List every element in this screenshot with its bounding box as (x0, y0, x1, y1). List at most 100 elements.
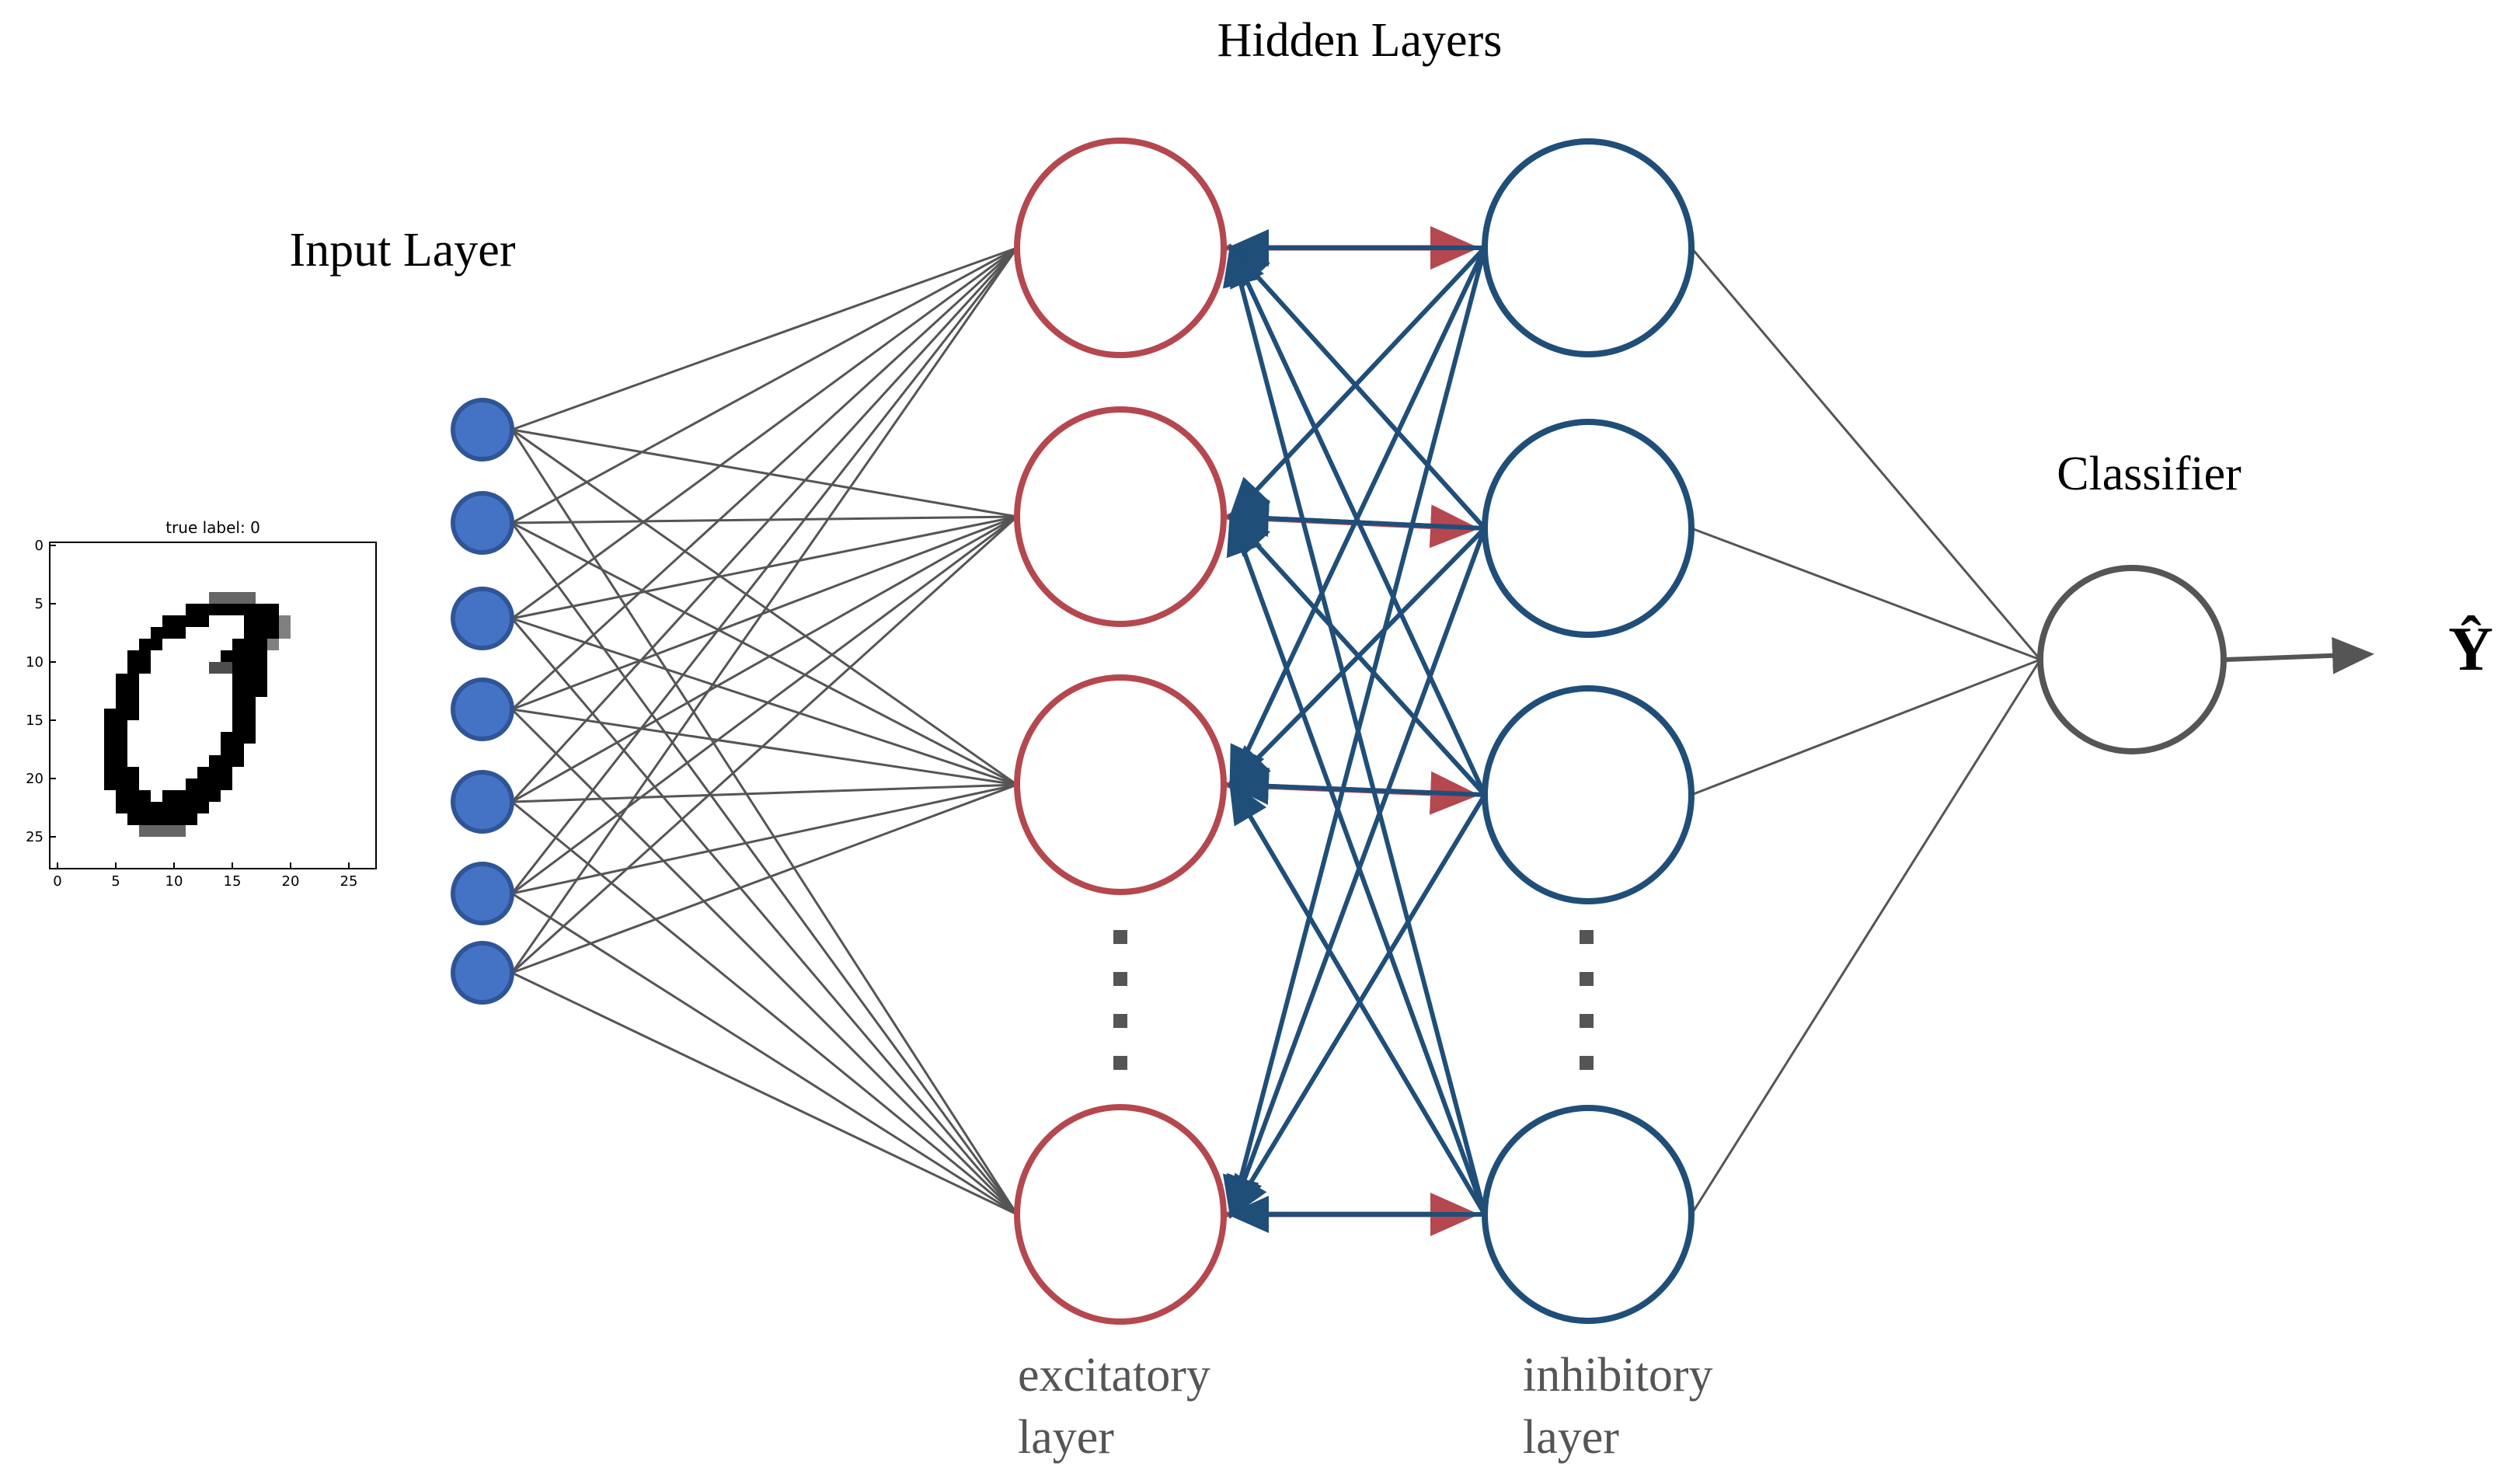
mnist-pixel (244, 662, 256, 674)
mnist-x-tick-label: 15 (224, 873, 242, 890)
input-excitatory-edge (511, 708, 1018, 786)
input-excitatory-edge (511, 783, 1018, 803)
mnist-pixel (139, 813, 151, 825)
mnist-pixel (139, 790, 151, 802)
mnist-pixel (186, 813, 197, 825)
mnist-x-tick-label: 10 (165, 873, 183, 890)
mnist-pixel (162, 825, 174, 837)
excitatory-node (1014, 1104, 1227, 1325)
mnist-pixel (174, 790, 186, 802)
mnist-pixel (116, 755, 127, 767)
input-layer-nodes (451, 398, 514, 1005)
inhibitory-ellipsis-dots (1580, 930, 1594, 1070)
mnist-x-tick-label: 25 (340, 873, 358, 890)
mnist-pixel (104, 779, 116, 790)
ellipsis-dot (1580, 972, 1594, 986)
mnist-pixel (104, 732, 116, 744)
mnist-pixel (209, 604, 221, 615)
inhibitory-excitatory-edge (1228, 246, 1487, 521)
input-excitatory-edge (511, 617, 1018, 786)
classifier-node (2037, 565, 2227, 754)
mnist-pixel (221, 662, 232, 674)
mnist-pixel (162, 802, 174, 813)
excitatory-node (1014, 674, 1227, 895)
inhibitory-excitatory-edge (1226, 512, 1487, 1216)
mnist-pixel (197, 779, 209, 790)
mnist-pixel (127, 662, 139, 674)
excitatory-layer-label-line2: layer (1018, 1411, 1114, 1464)
mnist-plot-frame (49, 542, 377, 869)
hidden-layers-title: Hidden Layers (1217, 14, 1503, 67)
mnist-y-tick-label: 5 (35, 596, 44, 612)
mnist-pixel (256, 674, 267, 685)
ellipsis-dot (1113, 1014, 1127, 1028)
mnist-pixel (116, 732, 127, 744)
mnist-pixel (232, 604, 244, 615)
mnist-pixel (267, 604, 279, 615)
input-node (451, 862, 514, 925)
mnist-pixel (197, 604, 209, 615)
mnist-pixel (244, 615, 256, 627)
mnist-pixel (197, 615, 209, 627)
input-excitatory-edge (511, 892, 1018, 1216)
mnist-pixel (127, 790, 139, 802)
mnist-pixel (209, 662, 221, 674)
mnist-pixel (116, 709, 127, 720)
mnist-pixel (127, 685, 139, 697)
mnist-pixel (221, 744, 232, 755)
input-excitatory-edge (511, 246, 1018, 620)
mnist-pixel (244, 685, 256, 697)
mnist-pixel (104, 720, 116, 732)
mnist-pixel (127, 802, 139, 813)
mnist-pixel (232, 720, 244, 732)
input-excitatory-edge (511, 515, 1018, 711)
mnist-pixel (209, 779, 221, 790)
mnist-pixel (127, 697, 139, 709)
mnist-pixel (256, 650, 267, 662)
inhibitory-excitatory-edge (1227, 767, 1486, 805)
mnist-pixel (174, 813, 186, 825)
mnist-pixel (232, 732, 244, 744)
input-excitatory-edge (510, 247, 1019, 894)
mnist-pixel (186, 615, 197, 627)
mnist-pixel (186, 790, 197, 802)
mnist-pixel (232, 662, 244, 674)
mnist-pixel (174, 627, 186, 639)
input-layer-title: Input Layer (290, 224, 516, 277)
mnist-pixel (244, 697, 256, 709)
input-excitatory-edge (511, 783, 1018, 974)
mnist-pixel (256, 627, 267, 639)
mnist-pixel (116, 697, 127, 709)
mnist-pixel (151, 802, 162, 813)
input-excitatory-edge (511, 783, 1018, 895)
mnist-pixel (221, 592, 232, 604)
inhibitory-excitatory-edge (1228, 513, 1487, 797)
input-to-excitatory-connections (510, 246, 1019, 1216)
mnist-digit-pixels (104, 592, 291, 837)
mnist-pixel (256, 604, 267, 615)
mnist-pixel (151, 627, 162, 639)
classifier-output-arrow (2224, 636, 2374, 674)
input-node (451, 941, 514, 1005)
mnist-pixel (232, 592, 244, 604)
mnist-pixel (162, 615, 174, 627)
mnist-pixel (221, 732, 232, 744)
mnist-pixel (127, 813, 139, 825)
mnist-pixel (162, 627, 174, 639)
mnist-pixel (221, 779, 232, 790)
mnist-pixel (221, 604, 232, 615)
inhibitory-layer-label-line1: inhibitory (1523, 1349, 1713, 1402)
mnist-pixel (139, 802, 151, 813)
mnist-pixel (256, 662, 267, 674)
mnist-pixel (127, 709, 139, 720)
input-excitatory-edge (510, 246, 1019, 711)
mnist-pixel (174, 802, 186, 813)
mnist-pixel (127, 767, 139, 779)
mnist-pixel (151, 639, 162, 650)
inhibitory-excitatory-edge (1228, 793, 1487, 1219)
mnist-pixel (104, 755, 116, 767)
mnist-pixel (116, 767, 127, 779)
mnist-pixel (139, 639, 151, 650)
mnist-y-tick-label: 10 (26, 654, 44, 671)
